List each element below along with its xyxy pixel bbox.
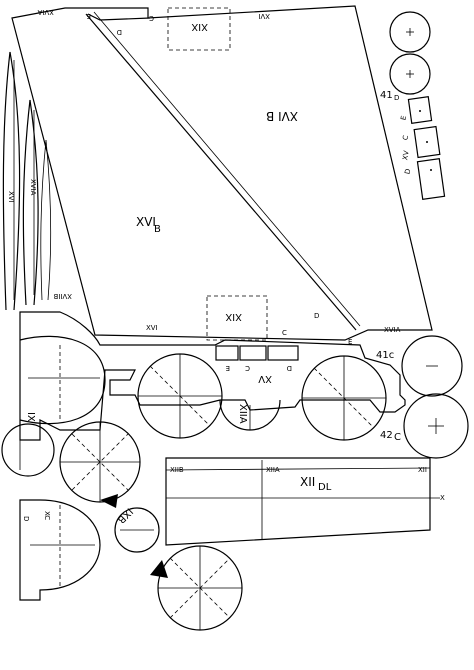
wheel-disc-top-2: [389, 53, 431, 95]
label-xiia: XIIA: [237, 404, 248, 424]
label-xvib-right: XVI B: [266, 109, 298, 123]
label-41-d: D: [394, 94, 399, 102]
label-xiia-small: XIIA: [266, 466, 280, 474]
label-41c-lower: 41c: [376, 350, 394, 361]
label-b-mid: B: [154, 224, 161, 235]
xv-mid-parts: [215, 345, 299, 361]
label-ix-left: IX: [25, 412, 36, 422]
wing-panel-xvi-b: [11, 5, 433, 341]
left-half-disc: [19, 335, 106, 425]
label-xii-right: XII: [418, 466, 427, 474]
label-d-lower: D: [314, 312, 319, 320]
label-c-mid: C: [245, 364, 250, 372]
label-xvi-top: XVI: [258, 12, 270, 20]
label-xii-dl: XII: [300, 475, 315, 489]
left-bottom-half-disc: [19, 499, 101, 601]
label-xiib: XIIB: [170, 466, 184, 474]
label-dl: DL: [318, 482, 332, 493]
label-d-left: D: [22, 516, 30, 521]
label-42-c: C: [394, 432, 401, 443]
label-xv-mid: XV: [258, 373, 272, 384]
fuselage-plate: [19, 311, 406, 441]
label-xv-small: XV: [401, 150, 411, 161]
label-xv-d: D: [404, 168, 413, 175]
ixb-link-parts: [100, 494, 243, 631]
label-e-lower: E: [348, 338, 352, 346]
disc-b: [301, 355, 387, 441]
labels: XVIA E C D XIX XVI XVI B XVI B XVI XVIA …: [7, 8, 445, 525]
label-xvi-lower: XVI: [146, 324, 158, 332]
label-xvia-strip: XVIA: [29, 179, 37, 196]
label-xix-lower: XIX: [225, 311, 242, 322]
label-c-lower: C: [282, 329, 287, 337]
label-41: 41: [380, 90, 393, 101]
label-e-top: E: [87, 12, 91, 20]
label-42: 42: [380, 430, 393, 441]
label-xc-left: XC: [43, 511, 51, 520]
disc-xiia: [219, 399, 281, 431]
wheel-disc-top-1: [389, 11, 431, 53]
label-d-mid: D: [287, 364, 292, 372]
label-xvi-mid: XVI: [136, 215, 156, 229]
wheel-disc-41c: [401, 335, 463, 397]
label-xix-top: XIX: [191, 21, 208, 32]
label-xvi-strip: XVI: [7, 191, 15, 203]
label-d-top: D: [117, 28, 122, 36]
left-ix-disc: [1, 423, 55, 477]
label-x-right: X: [440, 494, 445, 502]
label-xvia-lower: XVIA: [384, 326, 401, 334]
label-xviib-left: XVIIB: [53, 292, 72, 300]
wing-strip-set: [2, 51, 52, 311]
label-c-top: C: [149, 14, 154, 22]
label-e-mid: E: [226, 364, 230, 372]
label-e-small: E: [400, 115, 409, 121]
xv-small-parts: [407, 96, 446, 201]
wheel-disc-42c: [403, 393, 469, 459]
disc-a: [137, 353, 223, 439]
disc-left-c: [59, 421, 141, 503]
label-xv-c: C: [402, 135, 411, 141]
wing-panel-xii-dl: [165, 457, 440, 546]
label-xvia-top: XVIA: [37, 8, 54, 16]
